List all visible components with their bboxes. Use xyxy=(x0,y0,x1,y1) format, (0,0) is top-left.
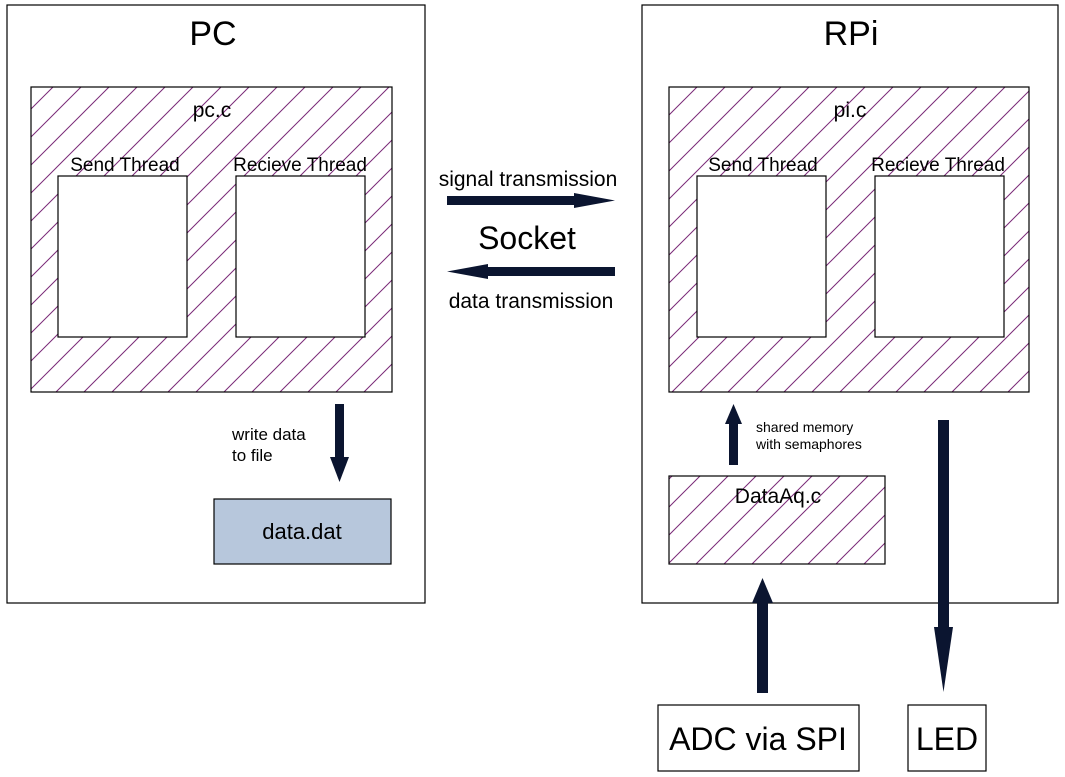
data-file-box xyxy=(213,498,392,565)
socket-link: signal transmission Socket data transmis… xyxy=(439,168,618,313)
pc-receive-thread-label: Recieve Thread xyxy=(233,155,367,176)
adc-label: ADC via SPI xyxy=(669,721,847,757)
rpi-receive-thread-label: Recieve Thread xyxy=(871,155,1005,176)
shared-memory-label-line2: with semaphores xyxy=(755,436,862,452)
signal-arrow xyxy=(447,193,615,208)
write-label-line2: to file xyxy=(232,446,273,465)
signal-transmission-label: signal transmission xyxy=(439,168,618,191)
pc-node: PC pc.c Send Thread Recieve Thread write… xyxy=(6,4,426,604)
pc-receive-thread-box xyxy=(235,175,366,338)
data-acquisition-box xyxy=(668,475,886,565)
pc-send-thread-label: Send Thread xyxy=(70,155,180,176)
rpi-title: RPi xyxy=(824,15,879,53)
rpi-node: RPi pi.c Send Thread Recieve Thread shar… xyxy=(641,4,1059,604)
rpi-send-thread-label: Send Thread xyxy=(708,155,818,176)
data-acquisition-label: DataAq.c xyxy=(735,485,821,508)
pc-send-thread-box xyxy=(57,175,188,338)
rpi-send-thread-box xyxy=(696,175,827,338)
shared-memory-label-line1: shared memory xyxy=(756,419,853,435)
write-arrow xyxy=(330,404,349,482)
adc-arrow xyxy=(752,578,773,693)
data-arrow xyxy=(447,264,615,279)
write-label-line1: write data xyxy=(231,425,306,444)
data-transmission-label: data transmission xyxy=(449,290,614,313)
shared-memory-arrow xyxy=(725,404,742,465)
led-label: LED xyxy=(916,721,978,757)
led-arrow xyxy=(934,420,953,692)
rpi-receive-thread-box xyxy=(874,175,1005,338)
pc-program-label: pc.c xyxy=(193,99,232,122)
rpi-program-label: pi.c xyxy=(834,99,867,122)
socket-label: Socket xyxy=(478,220,576,256)
pc-title: PC xyxy=(189,15,236,53)
data-file-label: data.dat xyxy=(262,519,342,544)
led-box xyxy=(907,704,987,772)
adc-box xyxy=(657,704,860,772)
